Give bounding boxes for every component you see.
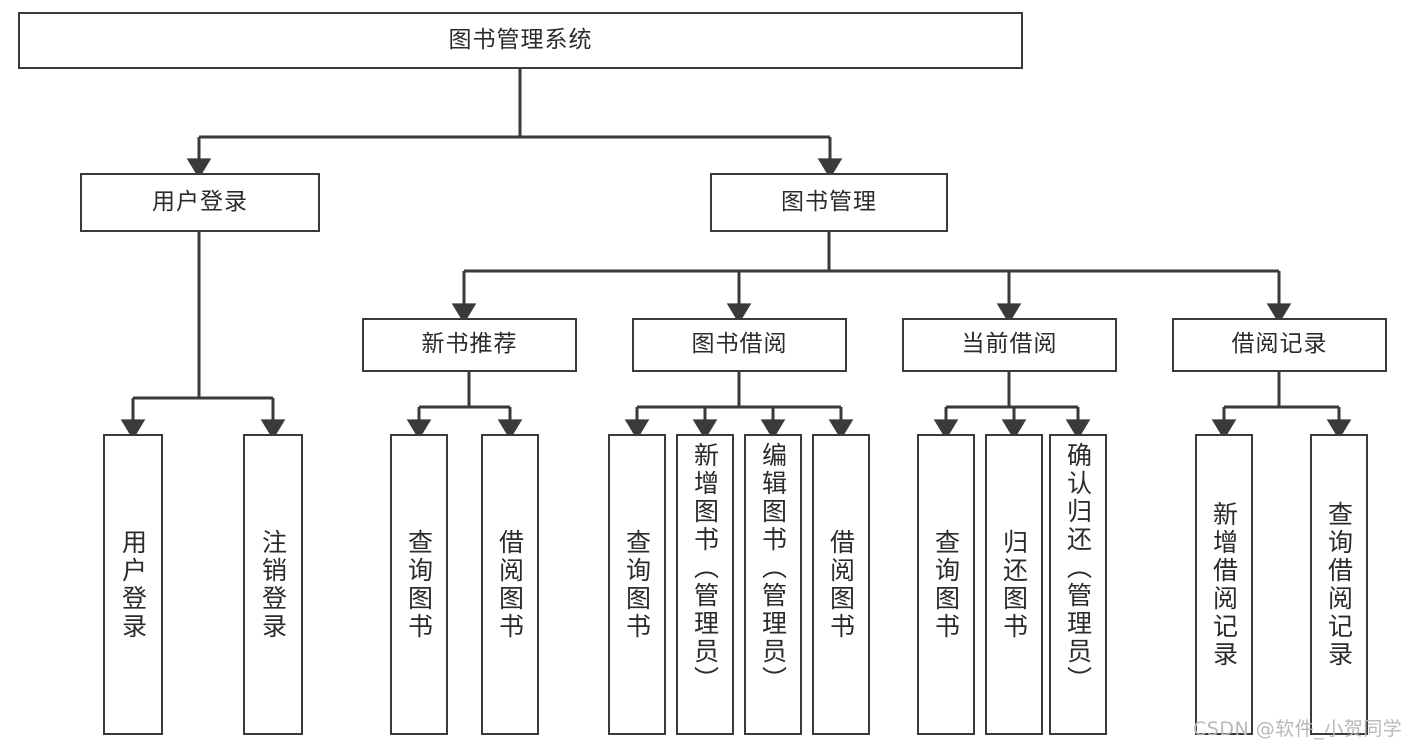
node-leaf-add-book-admin-label: 新增图书（管理员） — [690, 442, 720, 694]
node-current-borrow-label: 当前借阅 — [961, 331, 1058, 358]
node-leaf-edit-book-admin-label: 编辑图书（管理员） — [758, 442, 788, 694]
node-leaf-edit-book-admin[interactable]: 编辑图书（管理员） — [744, 434, 802, 735]
watermark: CSDN @软件_小贺同学 — [1193, 718, 1403, 740]
node-leaf-add-borrow-record-label: 新增借阅记录 — [1209, 500, 1239, 669]
node-leaf-query-book-3[interactable]: 查询图书 — [917, 434, 975, 735]
node-leaf-return-book-label: 归还图书 — [999, 528, 1029, 641]
node-leaf-add-borrow-record[interactable]: 新增借阅记录 — [1195, 434, 1253, 735]
node-leaf-borrow-book-2[interactable]: 借阅图书 — [812, 434, 870, 735]
node-user-login[interactable]: 用户登录 — [80, 173, 320, 232]
node-leaf-query-book-1[interactable]: 查询图书 — [390, 434, 448, 735]
node-book-borrow[interactable]: 图书借阅 — [632, 318, 847, 372]
node-leaf-query-borrow-record-label: 查询借阅记录 — [1324, 500, 1354, 669]
node-leaf-query-book-2[interactable]: 查询图书 — [608, 434, 666, 735]
node-leaf-user-login[interactable]: 用户登录 — [103, 434, 163, 735]
node-leaf-query-book-2-label: 查询图书 — [622, 528, 652, 641]
node-leaf-borrow-book-1[interactable]: 借阅图书 — [481, 434, 539, 735]
node-root[interactable]: 图书管理系统 — [18, 12, 1023, 69]
node-leaf-add-book-admin[interactable]: 新增图书（管理员） — [676, 434, 734, 735]
node-book-borrow-label: 图书借阅 — [691, 331, 788, 358]
node-borrow-record-label: 借阅记录 — [1231, 331, 1328, 358]
node-new-book-recommend[interactable]: 新书推荐 — [362, 318, 577, 372]
node-leaf-return-book[interactable]: 归还图书 — [985, 434, 1043, 735]
node-leaf-logout-login[interactable]: 注销登录 — [243, 434, 303, 735]
node-current-borrow[interactable]: 当前借阅 — [902, 318, 1117, 372]
node-book-management-label: 图书管理 — [781, 188, 877, 215]
node-leaf-query-borrow-record[interactable]: 查询借阅记录 — [1310, 434, 1368, 735]
node-leaf-logout-login-label: 注销登录 — [258, 528, 288, 641]
node-leaf-query-book-1-label: 查询图书 — [404, 528, 434, 641]
node-leaf-confirm-return-admin[interactable]: 确认归还（管理员） — [1049, 434, 1107, 735]
node-user-login-label: 用户登录 — [152, 188, 248, 215]
node-leaf-query-book-3-label: 查询图书 — [931, 528, 961, 641]
node-leaf-confirm-return-admin-label: 确认归还（管理员） — [1063, 442, 1093, 694]
node-new-book-recommend-label: 新书推荐 — [421, 331, 518, 358]
node-leaf-borrow-book-2-label: 借阅图书 — [826, 528, 856, 641]
node-leaf-user-login-label: 用户登录 — [118, 528, 148, 641]
node-root-label: 图书管理系统 — [448, 26, 593, 53]
node-borrow-record[interactable]: 借阅记录 — [1172, 318, 1387, 372]
node-book-management[interactable]: 图书管理 — [710, 173, 948, 232]
node-leaf-borrow-book-1-label: 借阅图书 — [495, 528, 525, 641]
